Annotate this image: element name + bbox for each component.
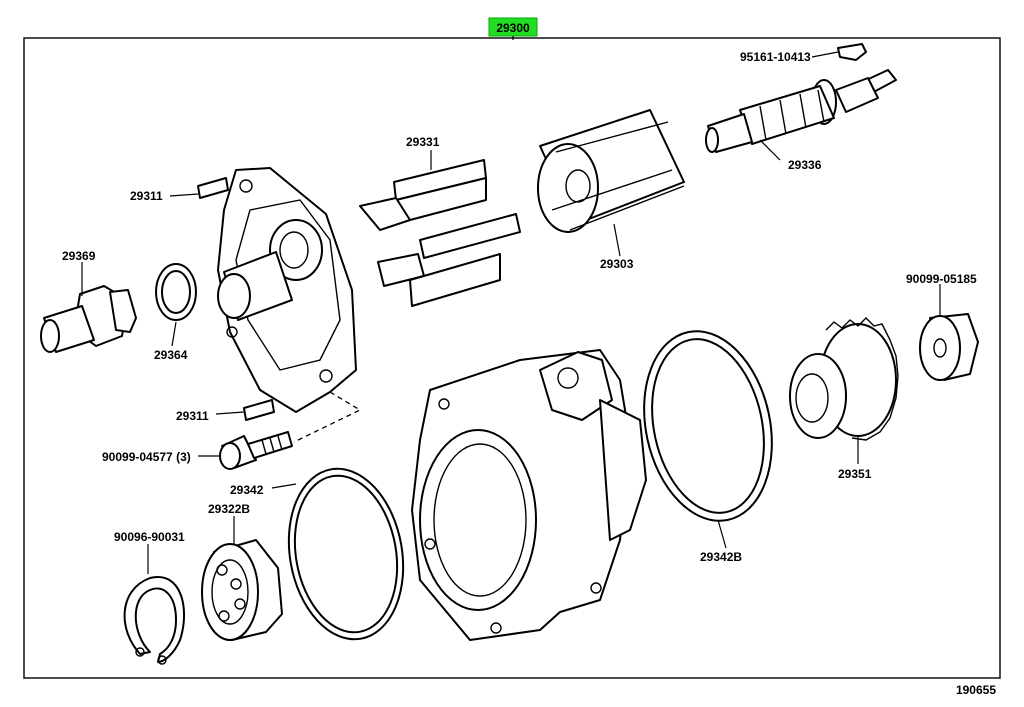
snap-ring-part — [123, 575, 186, 665]
housing-o-ring-part — [287, 467, 405, 641]
bearing-part — [201, 539, 283, 641]
label-29342[interactable]: 29342 — [230, 483, 264, 497]
vanes-part — [359, 159, 521, 307]
label-29351[interactable]: 29351 — [838, 467, 872, 481]
pin-part-lower — [243, 399, 275, 421]
main-housing-part — [411, 349, 647, 641]
diagram-frame — [23, 37, 1001, 679]
label-95161-10413[interactable]: 95161-10413 — [740, 50, 811, 64]
label-90099-05185[interactable]: 90099-05185 — [906, 272, 977, 286]
label-29311-lower[interactable]: 29311 — [176, 409, 209, 423]
figure-number: 190655 — [956, 683, 996, 697]
label-29342b[interactable]: 29342B — [700, 550, 742, 564]
label-29336[interactable]: 29336 — [788, 158, 822, 172]
rotor-part — [537, 109, 685, 233]
bushing-part — [919, 313, 979, 381]
bolt-part — [219, 431, 293, 470]
large-o-ring-part — [643, 330, 773, 522]
label-29331[interactable]: 29331 — [406, 135, 440, 149]
label-90099-04577[interactable]: 90099-04577 (3) — [102, 450, 191, 464]
label-29311-upper[interactable]: 29311 — [130, 189, 163, 203]
shaft-part — [705, 69, 897, 153]
pin-part-upper — [197, 177, 229, 199]
label-29303[interactable]: 29303 — [600, 257, 634, 271]
label-29364[interactable]: 29364 — [154, 348, 188, 362]
fitting-part — [40, 285, 137, 353]
assembly-number-label[interactable]: 29300 — [496, 21, 530, 35]
label-29322b[interactable]: 29322B — [208, 502, 250, 516]
gear-part — [789, 317, 899, 441]
key-part — [837, 43, 867, 61]
label-29369[interactable]: 29369 — [62, 249, 96, 263]
end-plate-part — [217, 167, 362, 443]
label-90096-90031[interactable]: 90096-90031 — [114, 530, 185, 544]
o-ring-part — [155, 263, 197, 321]
